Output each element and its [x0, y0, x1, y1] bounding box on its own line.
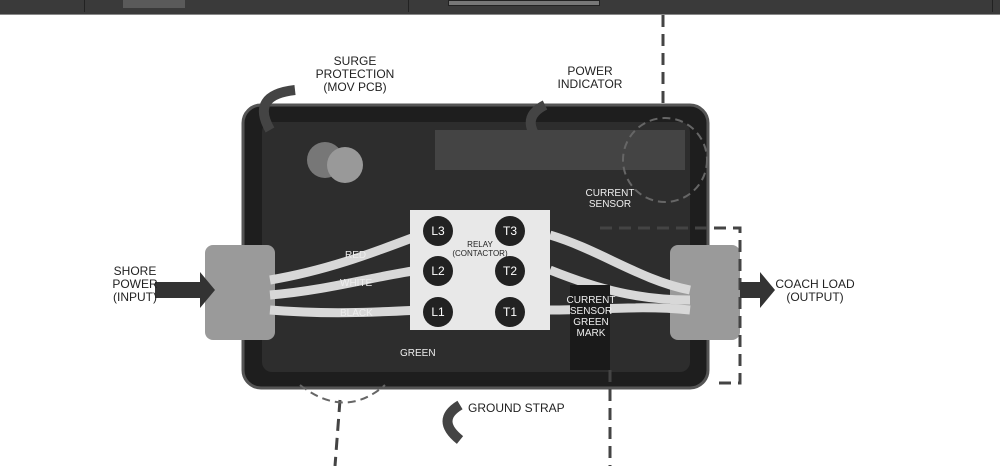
toolbar-divider [84, 0, 85, 12]
label-wire-green: GREEN [400, 348, 436, 359]
terminal-t2: T2 [495, 256, 525, 286]
terminal-t3: T3 [495, 216, 525, 246]
label-sensor-mark: CURRENT SENSOR GREEN MARK [566, 295, 616, 339]
label-wire-red: RED [345, 250, 367, 261]
terminal-l2: L2 [423, 256, 453, 286]
label-coach-load: COACH LOAD (OUTPUT) [775, 277, 855, 304]
label-relay: RELAY (CONTACTOR) [452, 240, 508, 258]
label-power-indicator: POWER INDICATOR [557, 64, 623, 91]
label-ground-strap: GROUND STRAP [468, 401, 565, 415]
terminal-t1: T1 [495, 297, 525, 327]
label-wire-black: BLACK [340, 308, 373, 319]
label-surge-protection: SURGE PROTECTION (MOV PCB) [315, 54, 395, 94]
toolbar [0, 0, 1000, 15]
toolbar-input[interactable] [448, 0, 600, 6]
toolbar-field[interactable] [123, 0, 185, 8]
terminal-l1: L1 [423, 297, 453, 327]
toolbar-divider [408, 0, 409, 12]
terminal-l3: L3 [423, 216, 453, 246]
toolbar-divider [992, 0, 993, 12]
label-wire-white: WHITE [340, 278, 373, 289]
label-current-sensor: CURRENT SENSOR [585, 188, 635, 210]
label-shore-power: SHORE POWER (INPUT) [112, 264, 158, 304]
